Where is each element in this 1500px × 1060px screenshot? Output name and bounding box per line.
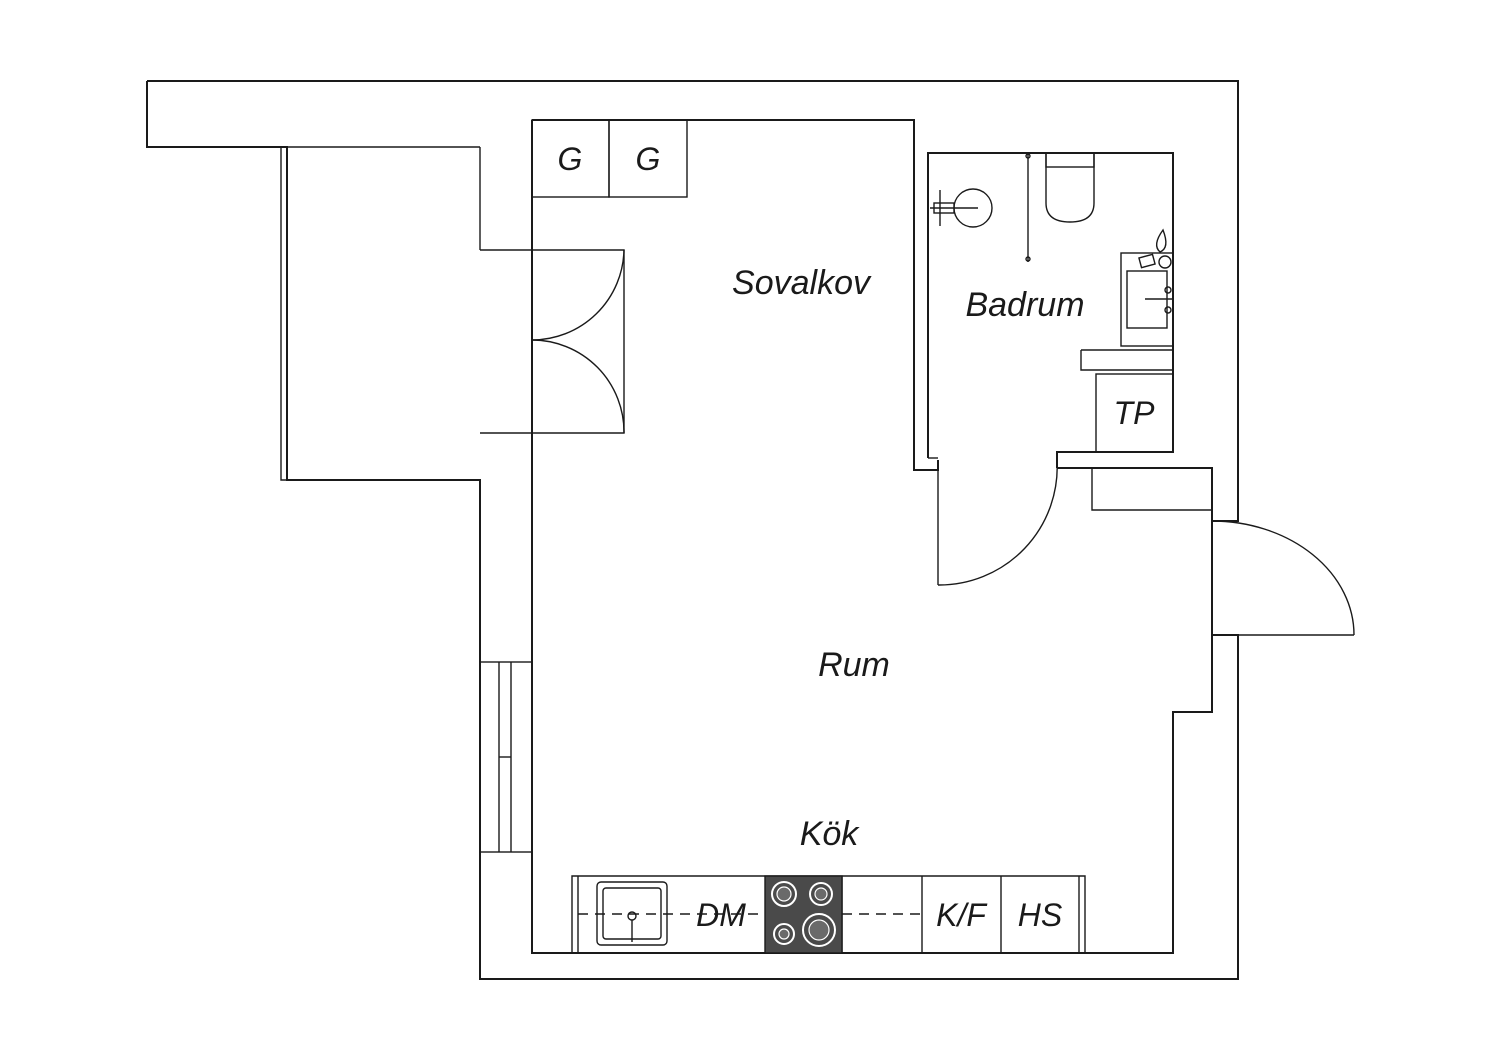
dishwasher-label: DM: [696, 897, 746, 933]
stove-icon: [764, 875, 843, 954]
room-label-kok: Kök: [800, 815, 861, 853]
wardrobes: G G: [531, 119, 688, 198]
room-label-sovalkov: Sovalkov: [732, 264, 872, 302]
window-left: [479, 661, 533, 853]
tall-cabinet-label: HS: [1018, 897, 1062, 933]
bathroom-door: [937, 459, 1058, 586]
washer-label: TP: [1114, 395, 1156, 431]
outer-walls: [146, 80, 1239, 980]
balcony-double-door: [531, 249, 625, 434]
sink-icon: [596, 881, 668, 946]
washer-tp: TP: [1095, 373, 1174, 453]
shower-icon: [930, 153, 1031, 262]
room-label-rum: Rum: [818, 646, 890, 684]
wardrobe-label: G: [558, 141, 583, 177]
entrance-door: [1211, 520, 1355, 636]
fridge-freezer-label: K/F: [936, 897, 988, 933]
wardrobe-label: G: [636, 141, 661, 177]
room-label-badrum: Badrum: [965, 286, 1084, 324]
toilet-icon: [1045, 152, 1095, 223]
washbasin-icon: [1120, 228, 1174, 347]
